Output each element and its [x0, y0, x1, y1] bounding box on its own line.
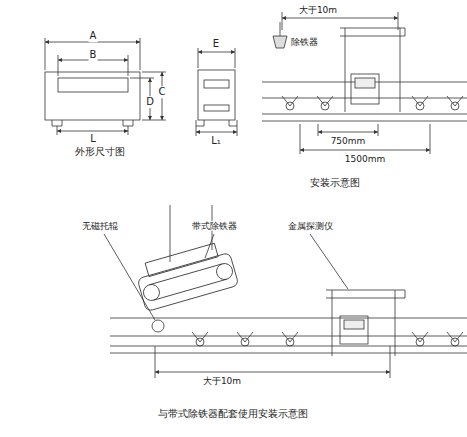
label: A [89, 30, 98, 42]
label: L₁ [210, 135, 222, 147]
label: L [89, 133, 97, 145]
caption: 与带式除铁器配套使用安装示意图 [157, 408, 309, 420]
label: 大于10m [298, 5, 338, 15]
label: C [158, 86, 167, 98]
label: E [212, 38, 220, 50]
label: 安装示意图 [309, 177, 361, 189]
label: 750mm [330, 136, 367, 146]
label: 无磁托辊 [81, 221, 119, 231]
label: 带式除铁器 [191, 221, 238, 231]
label: 大于10m [202, 376, 242, 386]
label: B [89, 49, 98, 61]
label: 1500mm [344, 154, 386, 164]
label: 外形尺寸图 [74, 146, 126, 158]
label: D [145, 96, 155, 108]
label: 除铁器 [290, 37, 319, 47]
label: 金属探测仪 [287, 221, 334, 231]
